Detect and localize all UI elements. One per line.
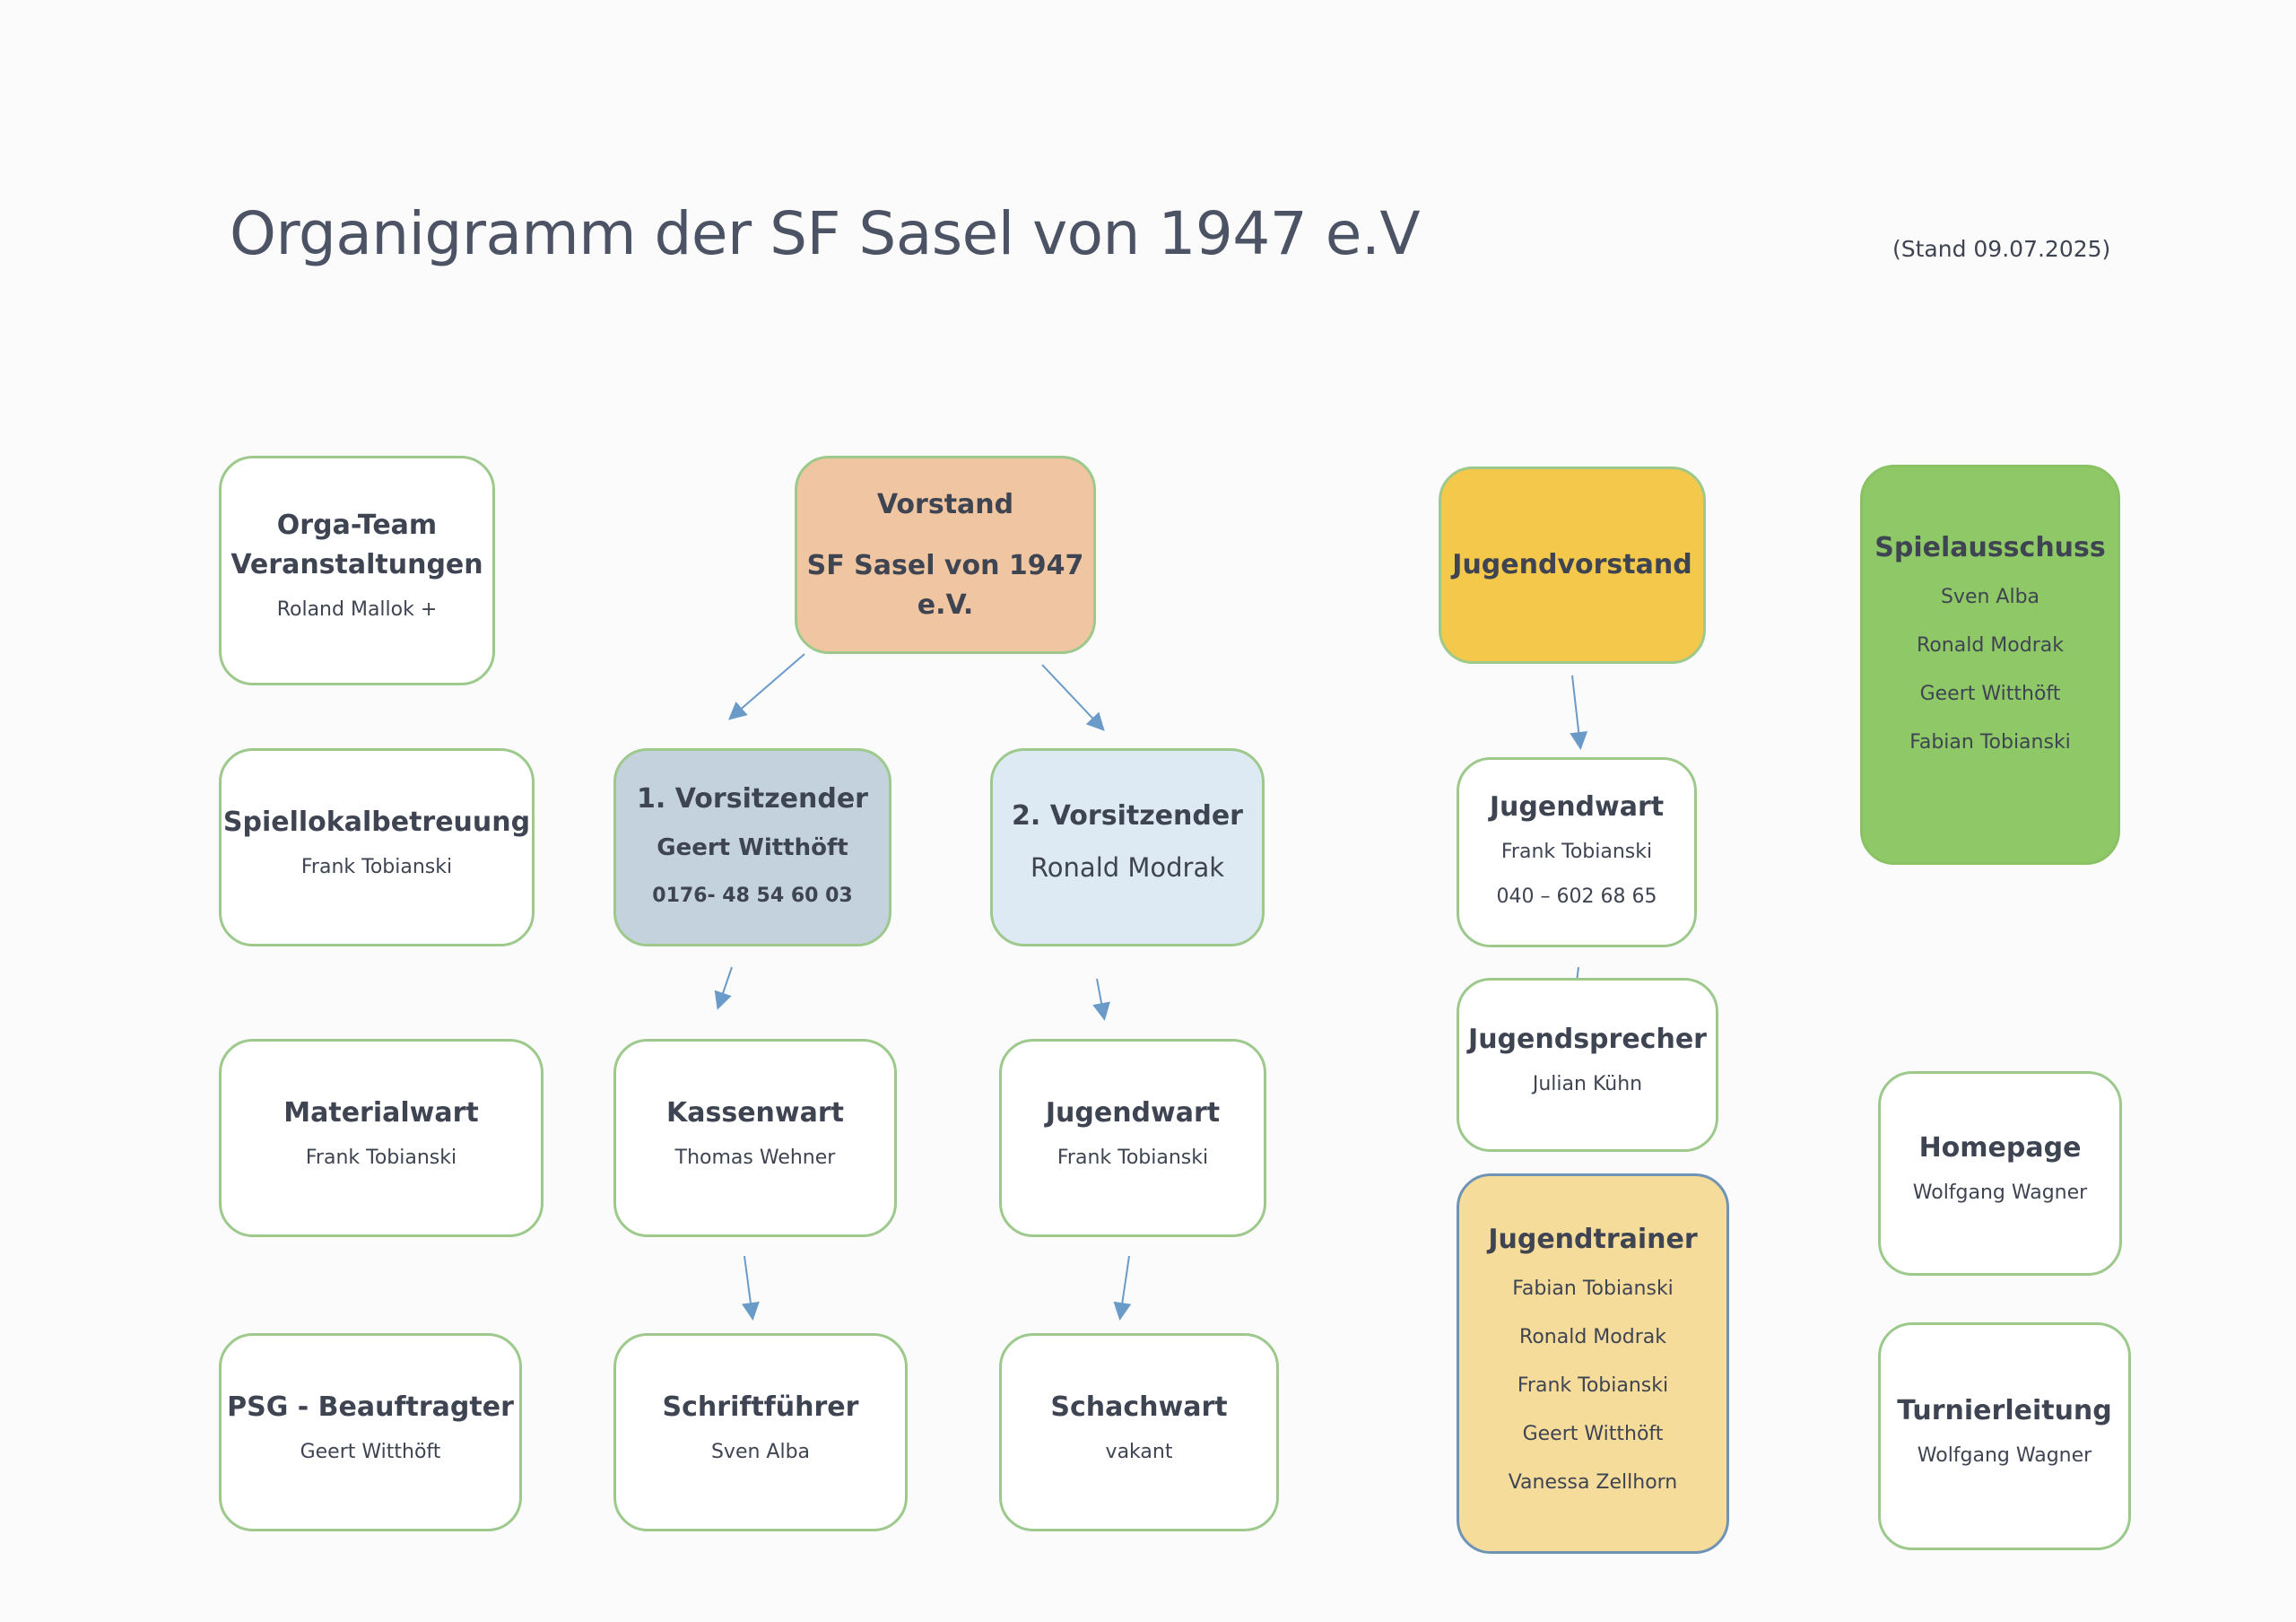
box-kassenwart: Kassenwart Thomas Wehner <box>613 1039 897 1237</box>
box-spielausschuss: Spielausschuss Sven Alba Ronald Modrak G… <box>1860 465 2120 865</box>
box-title: Kassenwart <box>665 1096 844 1129</box>
box-title: Turnierleitung <box>1897 1395 2112 1426</box>
box-title: Jugendtrainer <box>1488 1224 1698 1255</box>
box-title: 1. Vorsitzender <box>637 782 868 815</box>
box-phone: 0176- 48 54 60 03 <box>652 884 853 907</box>
box-jugendwart-right: Jugendwart Frank Tobianski 040 – 602 68 … <box>1457 757 1697 947</box>
box-person: Vanessa Zellhorn <box>1508 1471 1678 1494</box>
box-turnierleitung: Turnierleitung Wolfgang Wagner <box>1878 1322 2131 1550</box>
box-title: Jugendvorstand <box>1452 549 1692 580</box>
box-title: Schachwart <box>1050 1391 1228 1423</box>
box-phone: 040 – 602 68 65 <box>1496 885 1657 908</box>
box-title: e.V. <box>917 589 974 621</box>
box-person: Fabian Tobianski <box>1512 1278 1674 1300</box>
box-schachwart: Schachwart vakant <box>999 1333 1279 1531</box>
box-title: Spiellokalbetreuung <box>222 806 531 838</box>
arrow-vorsitz1-kassenwart <box>714 966 733 1010</box>
box-schriftfuehrer: Schriftführer Sven Alba <box>613 1333 908 1531</box>
box-person: Wolfgang Wagner <box>1912 1182 2088 1204</box>
box-title: Veranstaltungen <box>230 549 483 580</box>
box-jugendtrainer: Jugendtrainer Fabian Tobianski Ronald Mo… <box>1457 1173 1729 1554</box>
box-title: Jugendwart <box>1489 791 1665 823</box>
box-person: Frank Tobianski <box>305 1146 457 1169</box>
box-jugendwart-mid: Jugendwart Frank Tobianski <box>999 1039 1266 1237</box>
page-title: Organigramm der SF Sasel von 1947 e.V <box>230 199 1421 268</box>
box-vorstand: Vorstand SF Sasel von 1947 e.V. <box>795 456 1096 654</box>
box-title: Jugendsprecher <box>1468 1024 1707 1055</box>
box-materialwart: Materialwart Frank Tobianski <box>219 1039 544 1237</box>
box-person: vakant <box>1105 1440 1173 1463</box>
box-person: Ronald Modrak <box>1519 1326 1666 1348</box>
arrow-jugendwart-schachwart <box>1113 1255 1132 1321</box>
arrow-vorsitz2-jugendwart <box>1092 978 1110 1021</box>
box-title: Vorstand <box>876 488 1014 520</box>
box-title: Spielausschuss <box>1874 532 2106 563</box>
box-person: Ronald Modrak <box>1030 851 1225 883</box>
box-2-vorsitzender: 2. Vorsitzender Ronald Modrak <box>990 748 1265 946</box>
box-person: Frank Tobianski <box>1057 1146 1209 1169</box>
box-homepage: Homepage Wolfgang Wagner <box>1878 1071 2122 1276</box>
box-orga-team: Orga-Team Veranstaltungen Roland Mallok … <box>219 456 495 685</box>
arrow-kassenwart-schriftfuehrer <box>741 1255 760 1321</box>
box-person: Frank Tobianski <box>300 855 453 878</box>
box-spiellokalbetreuung: Spiellokalbetreuung Frank Tobianski <box>219 748 535 946</box>
box-person: Fabian Tobianski <box>1909 731 2071 754</box>
box-person: Sven Alba <box>1940 586 2040 608</box>
box-jugendsprecher: Jugendsprecher Julian Kühn <box>1457 978 1718 1152</box>
box-title: SF Sasel von 1947 <box>806 549 1084 581</box>
box-person: Geert Witthöft <box>657 833 848 861</box>
box-person: Geert Witthöft <box>300 1440 441 1463</box>
box-title: Jugendwart <box>1045 1096 1221 1129</box>
box-title: 2. Vorsitzender <box>1012 799 1243 832</box>
box-person: Frank Tobianski <box>1500 841 1653 863</box>
box-jugendvorstand: Jugendvorstand <box>1439 467 1706 664</box>
stand-date: (Stand 09.07.2025) <box>1892 236 2111 262</box>
box-person: Geert Witthöft <box>1522 1423 1664 1445</box>
box-person: Ronald Modrak <box>1917 634 2064 657</box>
box-psg-beauftragter: PSG - Beauftragter Geert Witthöft <box>219 1333 522 1531</box>
box-title: Orga-Team <box>276 510 438 541</box>
box-person: Sven Alba <box>710 1440 811 1463</box>
box-person: Frank Tobianski <box>1517 1374 1669 1397</box>
arrow-vorstand-vorsitz2 <box>1041 664 1105 731</box>
arrow-jugendvorstand-jugendwart <box>1570 675 1588 750</box>
box-person: Roland Mallok + <box>276 598 438 621</box>
box-person: Geert Witthöft <box>1919 683 2061 705</box>
box-person: Thomas Wehner <box>674 1146 836 1169</box>
box-person: Wolfgang Wagner <box>1917 1444 2092 1467</box>
box-title: Schriftführer <box>662 1391 859 1423</box>
arrow-vorstand-vorsitz1 <box>727 653 805 720</box>
box-title: Homepage <box>1918 1132 2082 1164</box>
box-1-vorsitzender: 1. Vorsitzender Geert Witthöft 0176- 48 … <box>613 748 891 946</box>
box-title: PSG - Beauftragter <box>227 1391 514 1423</box>
box-title: Materialwart <box>283 1096 479 1129</box>
box-person: Julian Kühn <box>1532 1073 1643 1095</box>
